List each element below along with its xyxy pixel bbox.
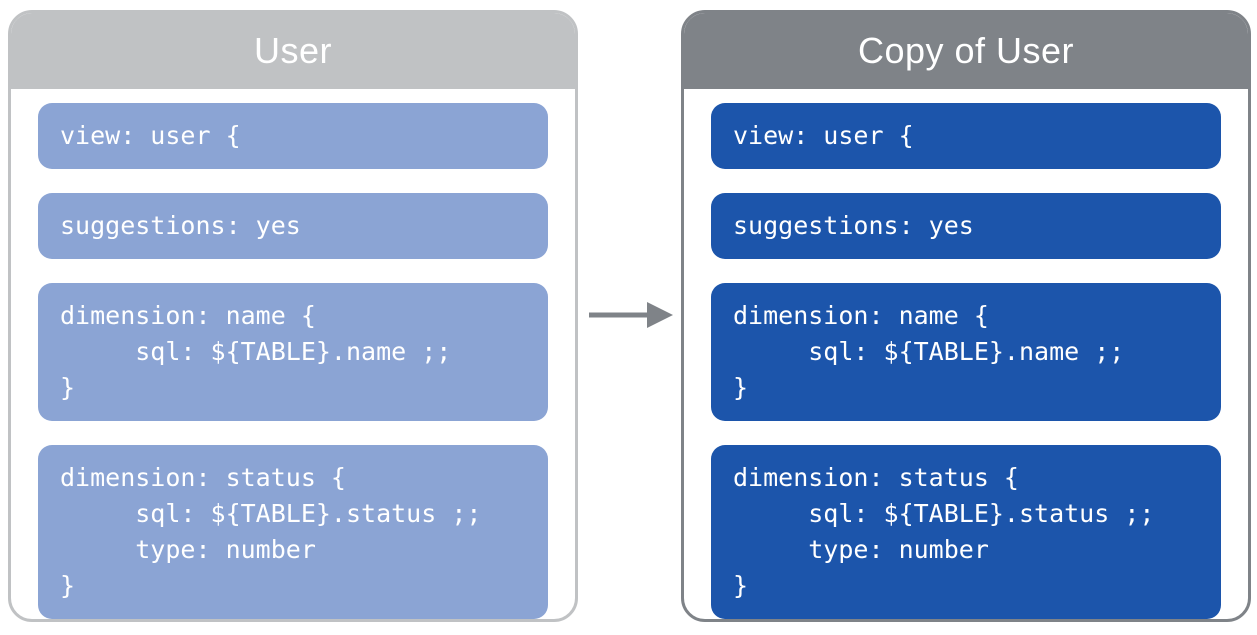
user-panel: User view: user { suggestions: yes dimensi… bbox=[8, 10, 578, 622]
code-block: dimension: status { sql: ${TABLE}.status… bbox=[711, 445, 1221, 619]
code-block: dimension: name { sql: ${TABLE}.name ;; … bbox=[711, 283, 1221, 421]
copy-of-user-panel: Copy of User view: user { suggestions: ye… bbox=[681, 10, 1251, 622]
code-block: dimension: status { sql: ${TABLE}.status… bbox=[38, 445, 548, 619]
panel-title: Copy of User bbox=[857, 30, 1075, 71]
code-block: dimension: name { sql: ${TABLE}.name ;; … bbox=[38, 283, 548, 421]
code-block: suggestions: yes bbox=[711, 193, 1221, 259]
panel-title: User bbox=[253, 30, 332, 71]
panel-header: User bbox=[11, 13, 575, 89]
panel-body: view: user { suggestions: yes dimension: n… bbox=[11, 89, 575, 619]
code-block: view: user { bbox=[711, 103, 1221, 169]
panel-header: Copy of User bbox=[684, 13, 1248, 89]
panel-body: view: user { suggestions: yes dimension: n… bbox=[684, 89, 1248, 619]
copy-arrow-icon bbox=[589, 302, 673, 328]
code-block: view: user { bbox=[38, 103, 548, 169]
code-block: suggestions: yes bbox=[38, 193, 548, 259]
